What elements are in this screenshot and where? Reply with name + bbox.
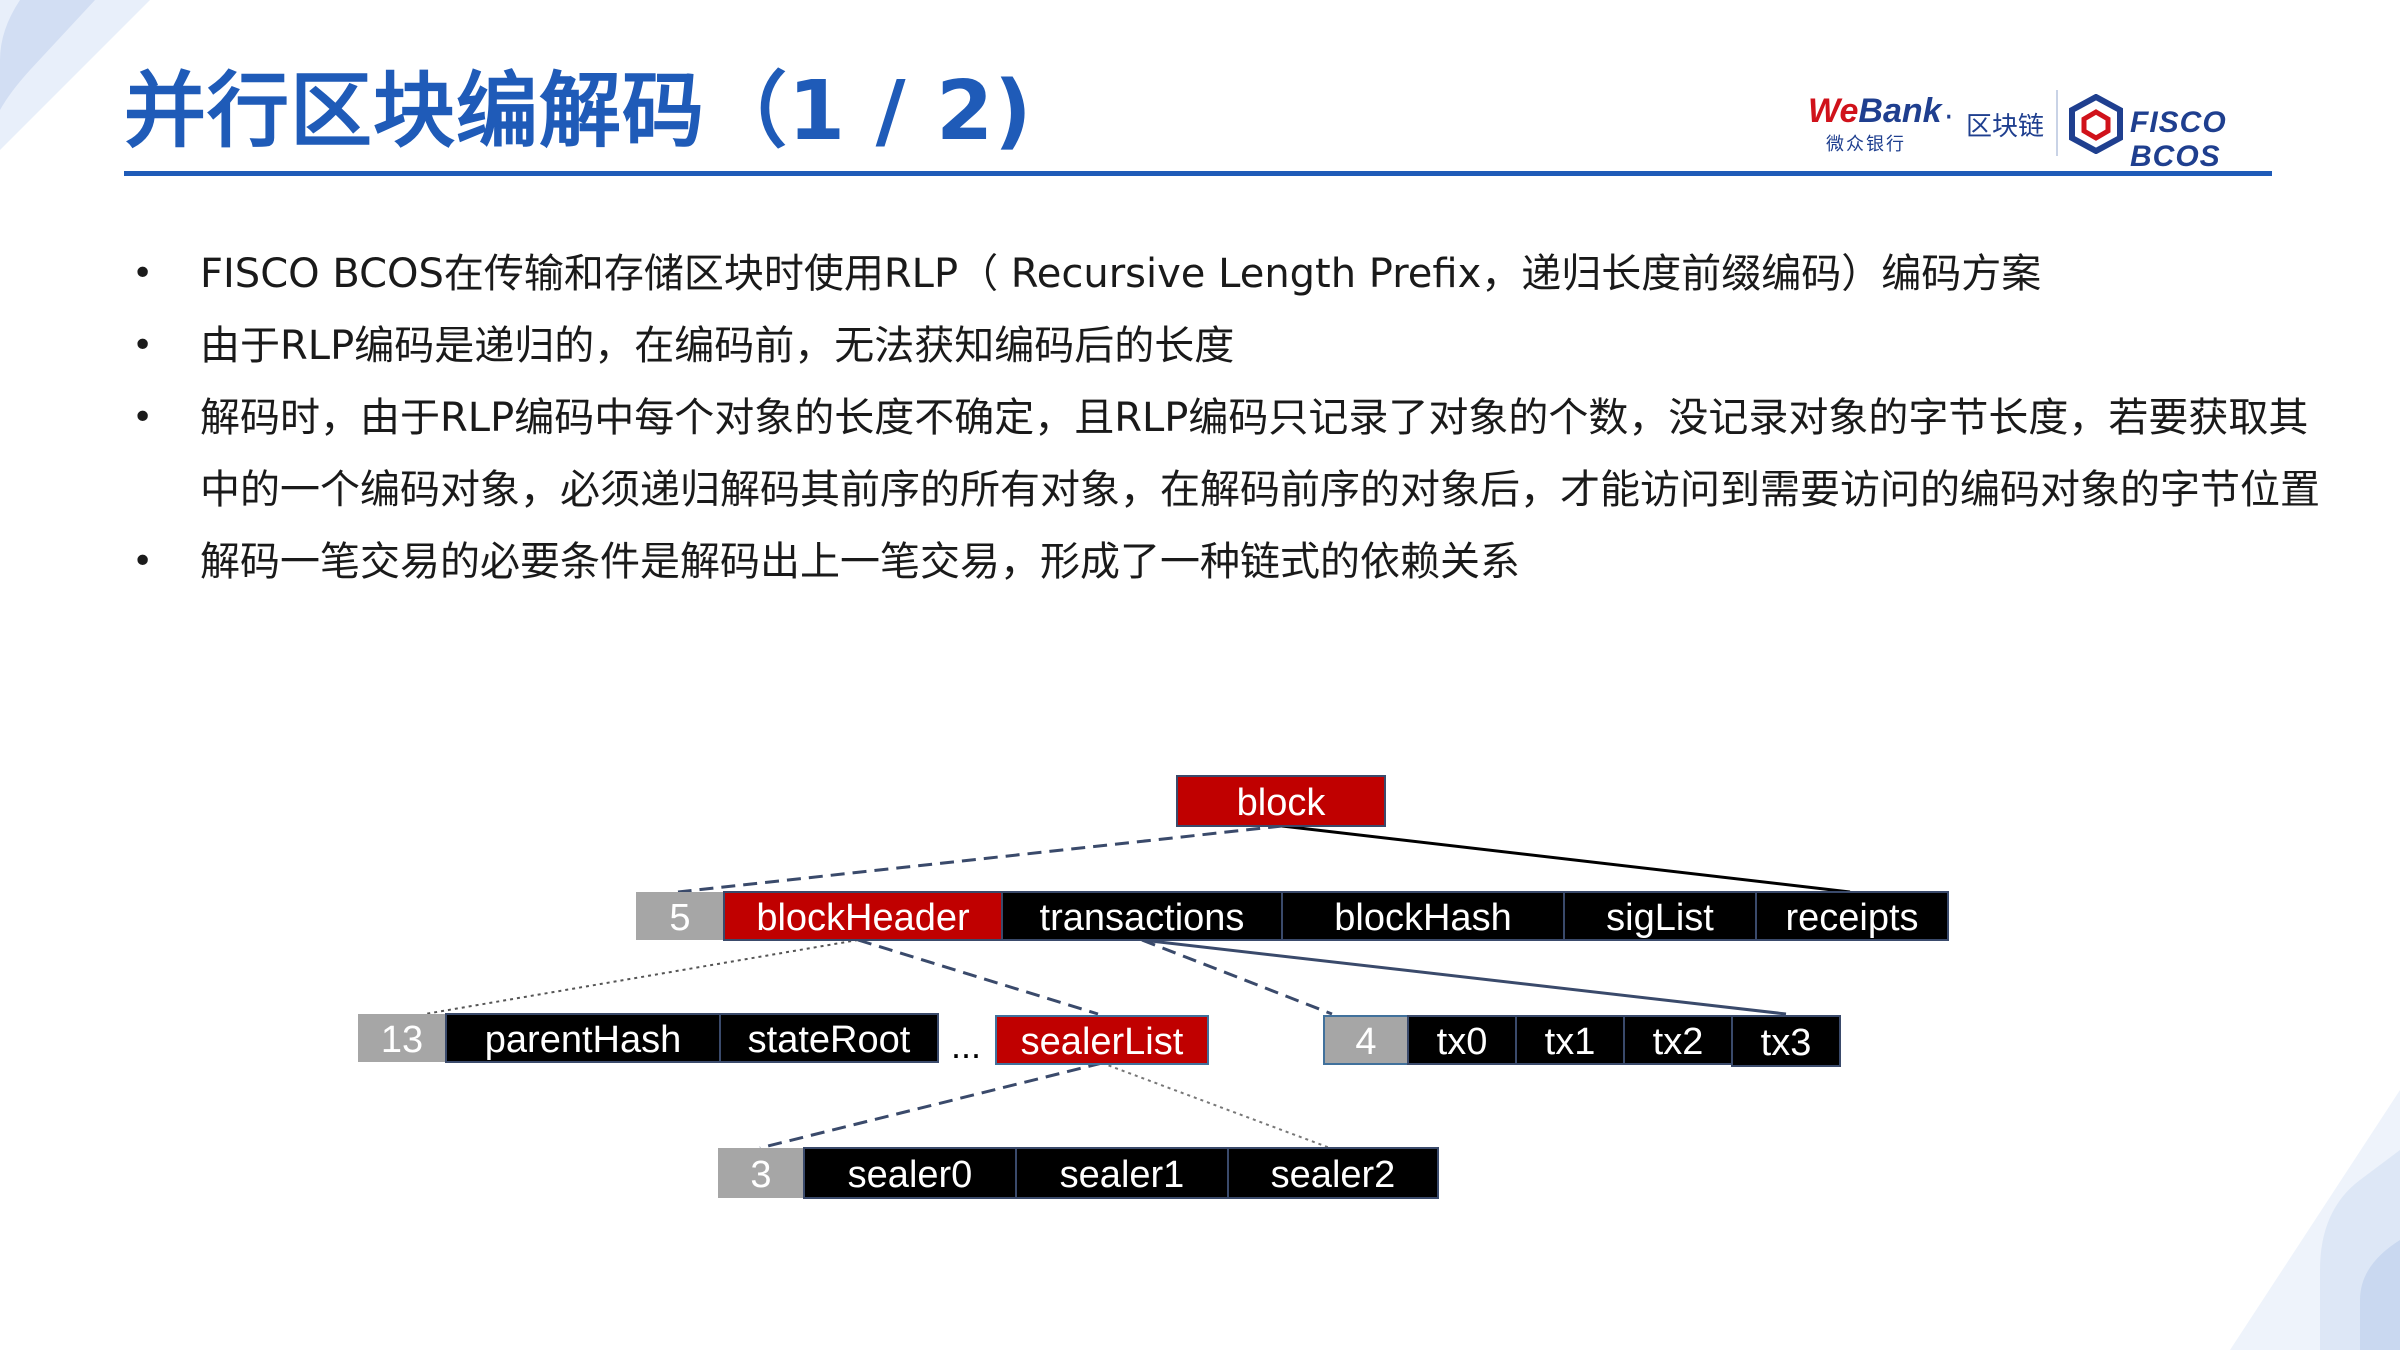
- block-header-cell: blockHeader: [756, 897, 970, 939]
- header-row-ellipsis: ...: [951, 1025, 981, 1066]
- tx-row-count: 4: [1355, 1021, 1376, 1063]
- blockchain-label: 区块链: [1966, 112, 2045, 142]
- block-hash-cell: blockHash: [1334, 897, 1511, 939]
- fisco-hexagon-icon: [2069, 94, 2123, 154]
- sig-list-cell: sigList: [1606, 897, 1714, 939]
- sealer2-cell: sealer2: [1271, 1154, 1396, 1196]
- bullet-item: 解码一笔交易的必要条件是解码出上一笔交易，形成了一种链式的依赖关系: [124, 526, 2324, 598]
- title-underline: [124, 171, 2272, 176]
- connector-header-to-sealerlist: [857, 938, 1099, 1016]
- sealer1-cell: sealer1: [1060, 1154, 1185, 1196]
- block-label: block: [1237, 782, 1327, 824]
- connector-sealerlist-to-sealer-row: [759, 1061, 1103, 1150]
- connector-header-to-parenthash: [424, 939, 859, 1015]
- bullet-item: 由于RLP编码是递归的，在编码前，无法获知编码后的长度: [124, 310, 2324, 382]
- page-title: 并行区块编解码（1 / 2): [124, 64, 1033, 159]
- fisco-bcos-logo-text: FISCO BCOS: [2130, 106, 2227, 173]
- tx-row: 4 tx0 tx1 tx2 tx3: [1323, 1015, 1841, 1067]
- receipts-cell: receipts: [1785, 897, 1918, 939]
- block-row-count: 5: [669, 897, 690, 939]
- block-row: 5 blockHeader transactions blockHash sig…: [636, 891, 1949, 941]
- logo-separator: [2056, 90, 2058, 156]
- tx2-cell: tx2: [1653, 1021, 1704, 1063]
- bullet-item: FISCO BCOS在传输和存储区块时使用RLP（ Recursive Leng…: [124, 238, 2324, 310]
- state-root-cell: stateRoot: [748, 1019, 911, 1061]
- header-row: 13 parentHash stateRoot ... sealerList: [358, 1013, 1209, 1066]
- sealer-row-count: 3: [750, 1154, 771, 1196]
- sealer0-cell: sealer0: [848, 1154, 973, 1196]
- corner-decoration-bottom-right: [2230, 1090, 2400, 1350]
- tx3-cell: tx3: [1761, 1022, 1812, 1064]
- connector-sealerlist-to-sealer2: [1101, 1062, 1331, 1149]
- tx0-cell: tx0: [1437, 1021, 1488, 1063]
- connector-block-to-row: [677, 824, 1283, 894]
- corner-decoration-top-left: [0, 0, 150, 150]
- connector-transactions-to-tx3: [1141, 938, 1787, 1016]
- transactions-cell: transactions: [1040, 897, 1245, 939]
- webank-cn-label: 微众银行: [1826, 134, 1906, 155]
- sealer-row: 3 sealer0 sealer1 sealer2: [718, 1147, 1439, 1199]
- connector-block-to-receipts: [1281, 824, 1851, 894]
- logo-dot: ·: [1944, 100, 1954, 135]
- brand-logo: WeBank 微众银行 · 区块链 FISCO BCOS: [1800, 88, 2280, 173]
- webank-logo: WeBank: [1808, 92, 1942, 130]
- header-row-count: 13: [381, 1019, 423, 1061]
- bullet-list: FISCO BCOS在传输和存储区块时使用RLP（ Recursive Leng…: [124, 238, 2324, 598]
- parent-hash-cell: parentHash: [485, 1019, 681, 1061]
- sealer-list-cell: sealerList: [1021, 1021, 1184, 1063]
- bullet-item: 解码时，由于RLP编码中每个对象的长度不确定，且RLP编码只记录了对象的个数，没…: [124, 382, 2324, 526]
- connector-transactions-to-tx-row: [1141, 938, 1333, 1016]
- tx1-cell: tx1: [1545, 1021, 1596, 1063]
- block-node: block: [1176, 775, 1386, 827]
- connector-lines: [424, 824, 1851, 1150]
